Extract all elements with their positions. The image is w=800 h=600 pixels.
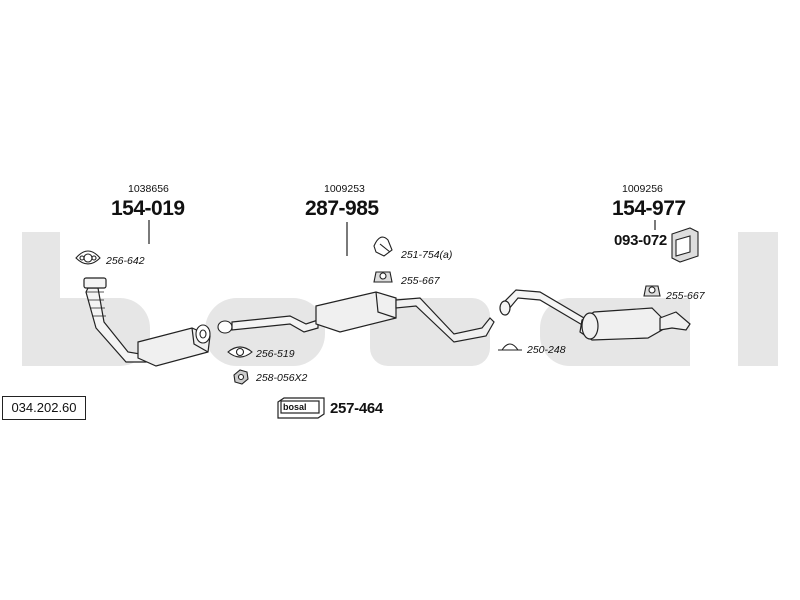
group-code-label: 154-019: [111, 197, 185, 220]
nut-icon: [233, 369, 249, 385]
part-label: 251-754(a): [401, 249, 453, 261]
part-label: 255-667: [666, 290, 705, 302]
part-id-label: 1009253: [324, 183, 365, 195]
group-code-label: 154-977: [612, 197, 686, 220]
rear-muffler: [579, 307, 691, 341]
front-muffler: [137, 327, 211, 367]
part-label: 256-642: [106, 255, 145, 267]
part-id-label: 1009256: [622, 183, 663, 195]
bracket-icon: [671, 227, 699, 263]
center-muffler: [315, 291, 495, 343]
part-label: 256-519: [256, 348, 295, 360]
part-id-label: 1038656: [128, 183, 169, 195]
front-pipe: [83, 277, 147, 363]
gasket-icon: [75, 250, 101, 265]
group-code-label: 287-985: [305, 197, 379, 220]
clamp-icon: [498, 343, 522, 351]
part-label: 258-056X2: [256, 372, 308, 384]
clamp-icon: [373, 236, 393, 257]
intermediate-pipe: [231, 315, 319, 333]
reference-number: 034.202.60: [2, 396, 86, 420]
gasket-icon: [227, 346, 253, 358]
kit-logo: bosal: [283, 402, 307, 412]
kit-code-label: 257-464: [330, 400, 383, 417]
part-label: 255-667: [401, 275, 440, 287]
rubber-mount-icon: [643, 285, 661, 297]
rubber-mount-icon: [373, 271, 393, 283]
rear-pipe: [499, 289, 585, 328]
secondary-code-label: 093-072: [614, 232, 667, 249]
part-label: 250-248: [527, 344, 566, 356]
kit-box: [277, 397, 325, 419]
